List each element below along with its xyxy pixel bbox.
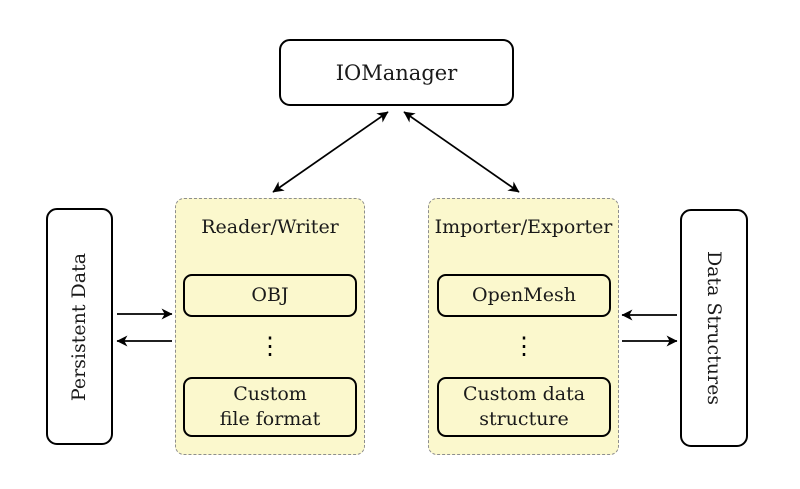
- custom-file-format-line2: file format: [219, 408, 321, 430]
- persistent-data-box: Persistent Data: [46, 208, 113, 445]
- custom-data-structure-line2: structure: [479, 408, 569, 430]
- custom-file-format-box: Custom file format: [183, 377, 357, 437]
- obj-format-box: OBJ: [183, 274, 357, 317]
- persistent-data-label: Persistent Data: [68, 252, 91, 401]
- obj-format-label: OBJ: [251, 284, 289, 306]
- custom-data-structure-box: Custom data structure: [437, 377, 611, 437]
- arrow-iomanager-importerexporter: [403, 111, 520, 193]
- openmesh-label: OpenMesh: [472, 284, 576, 306]
- openmesh-box: OpenMesh: [437, 274, 611, 317]
- reader-writer-ellipsis: ⋮: [258, 332, 282, 360]
- data-structures-box: Data Structures: [680, 209, 748, 447]
- iomanager-box: IOManager: [279, 39, 514, 106]
- reader-writer-title: Reader/Writer: [201, 216, 339, 238]
- data-structures-label: Data Structures: [703, 250, 725, 406]
- custom-file-format-line1: Custom: [233, 383, 307, 405]
- importer-exporter-title: Importer/Exporter: [434, 216, 613, 238]
- iomanager-label: IOManager: [335, 60, 458, 85]
- custom-data-structure-line1: Custom data: [462, 383, 586, 405]
- importer-exporter-ellipsis: ⋮: [512, 332, 536, 360]
- arrow-iomanager-readerwriter: [272, 111, 389, 193]
